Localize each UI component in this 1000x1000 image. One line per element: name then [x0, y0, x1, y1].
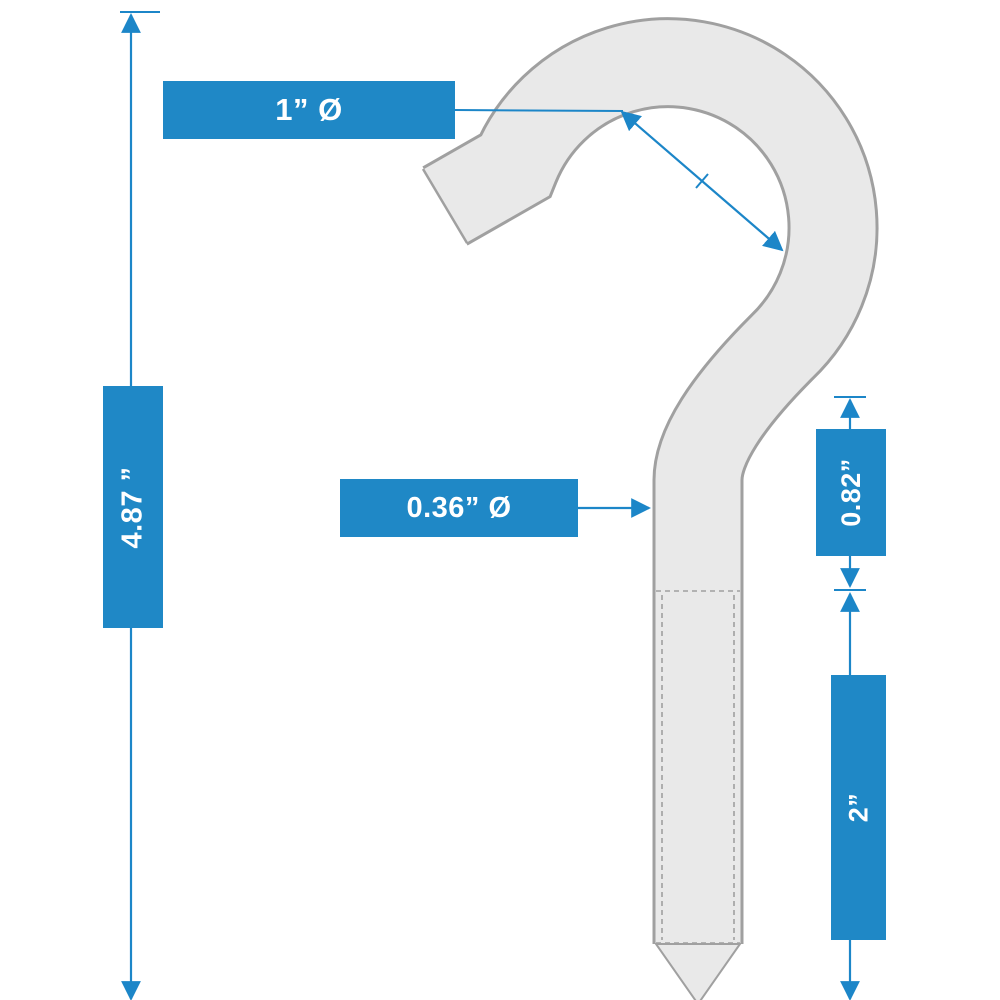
hook-shape — [421, 17, 879, 1000]
hook-end-cut-edge — [421, 168, 469, 244]
label-neck-length: 0.82” — [816, 429, 886, 556]
hook-body-fill — [423, 20, 876, 944]
opening-center-tick — [695, 173, 709, 189]
label-overall-length-text: 4.87 ” — [116, 466, 149, 548]
label-overall-length: 4.87 ” — [103, 386, 163, 628]
label-thread-length: 2” — [831, 675, 886, 940]
opening-leader-line — [454, 109, 624, 112]
label-shaft-diameter-text: 0.36” Ø — [406, 491, 512, 524]
label-shaft-diameter: 0.36” Ø — [340, 479, 578, 537]
label-hook-opening-diameter-text: 1” Ø — [275, 92, 343, 127]
label-hook-opening-diameter: 1” Ø — [163, 81, 455, 139]
label-neck-length-text: 0.82” — [835, 458, 866, 527]
screw-tip — [654, 943, 742, 1000]
label-thread-length-text: 2” — [843, 792, 873, 823]
